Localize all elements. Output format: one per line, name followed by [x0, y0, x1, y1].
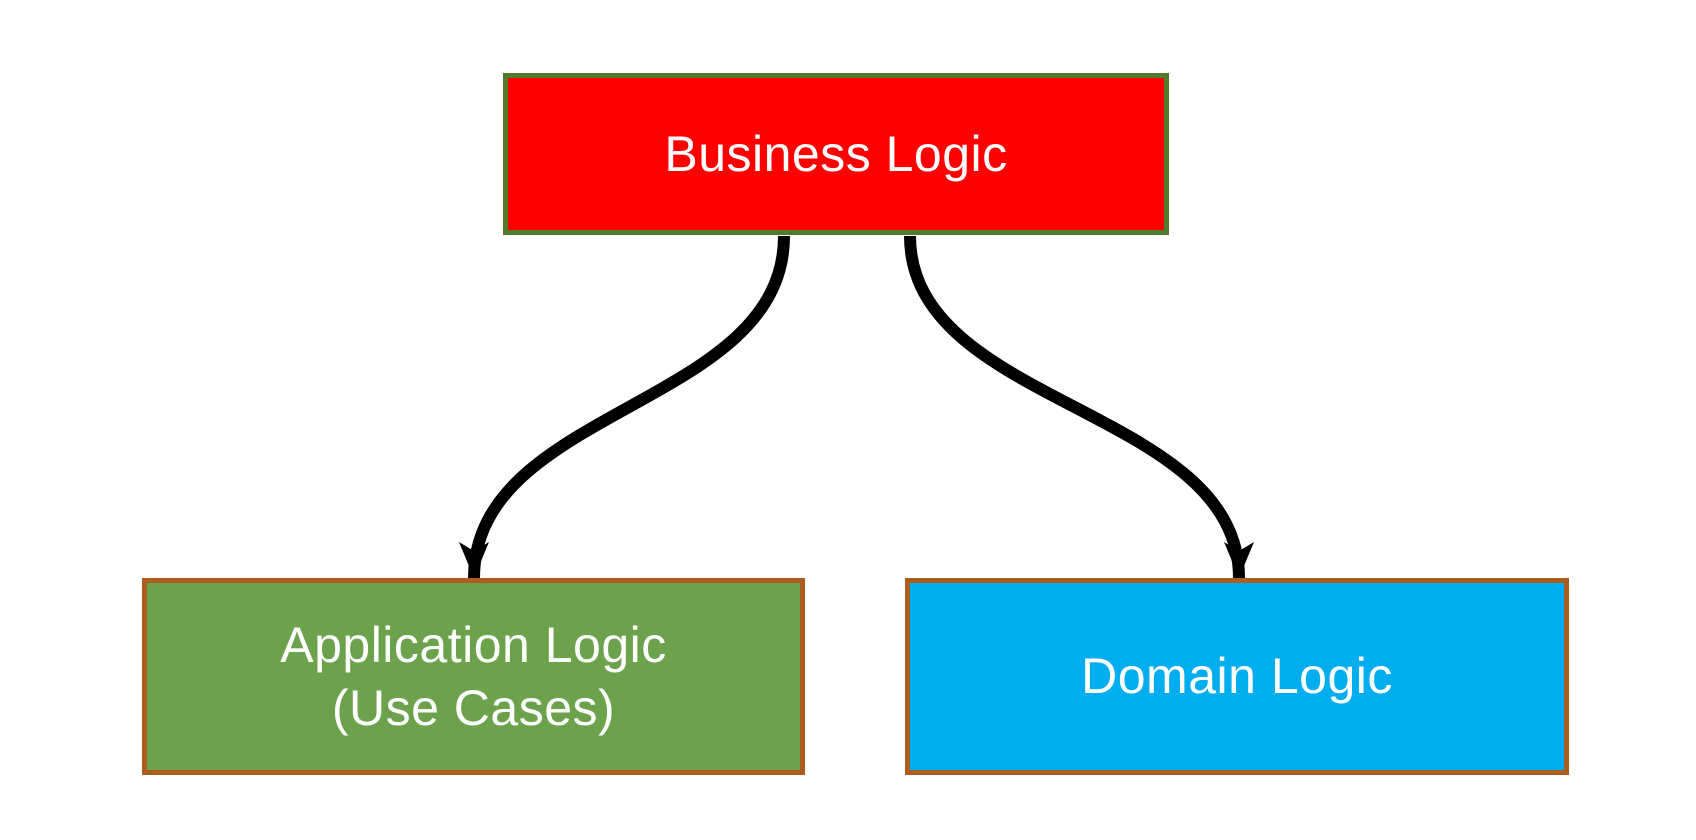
node-application-logic-label: Application Logic: [280, 616, 667, 673]
node-domain-logic: Domain Logic: [905, 578, 1569, 775]
node-application-logic: Application Logic (Use Cases): [142, 578, 805, 775]
connector-business-to-application: [459, 235, 790, 579]
node-business-logic: Business Logic: [503, 73, 1169, 235]
connector-business-to-domain: [904, 235, 1254, 579]
node-domain-logic-label: Domain Logic: [1081, 648, 1393, 704]
node-business-logic-label: Business Logic: [664, 125, 1008, 182]
node-application-logic-sublabel: (Use Cases): [331, 679, 616, 736]
